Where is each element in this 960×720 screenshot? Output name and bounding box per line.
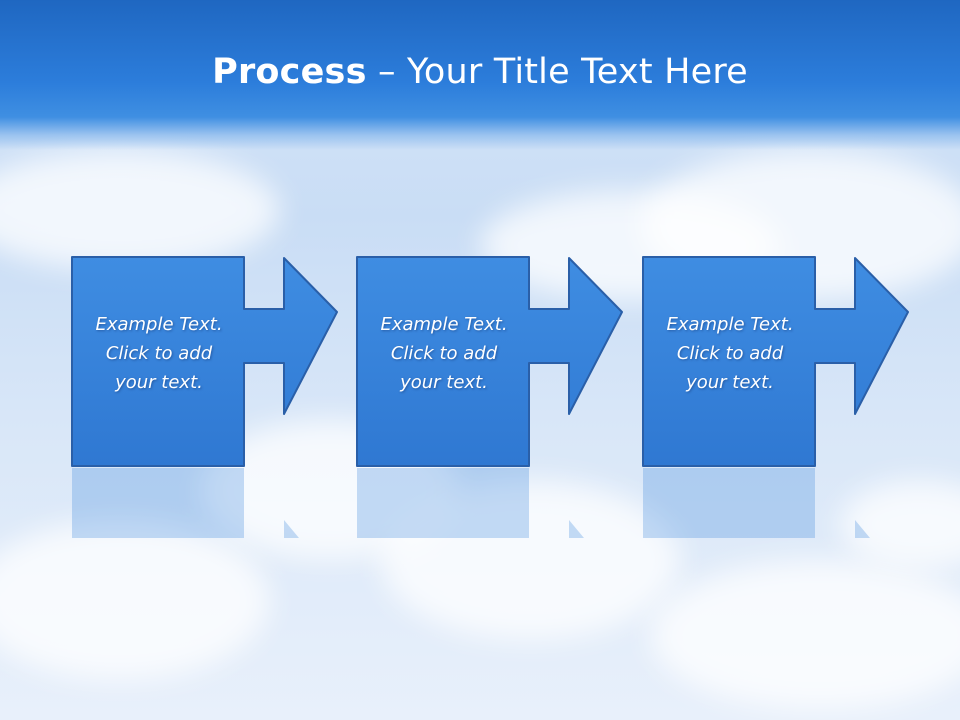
title-rest: – Your Title Text Here xyxy=(366,52,748,92)
cloud-shape xyxy=(840,480,960,570)
step-reflection xyxy=(356,468,636,538)
step-text-line: your text. xyxy=(686,372,774,393)
step-text: Example Text. Click to add your text. xyxy=(73,310,245,397)
process-step-3[interactable]: Example Text. Click to add your text. xyxy=(642,256,922,468)
step-text-line: Example Text. xyxy=(380,314,508,335)
step-reflection xyxy=(71,468,351,538)
process-step-1[interactable]: Example Text. Click to add your text. xyxy=(71,256,351,468)
step-text: Example Text. Click to add your text. xyxy=(644,310,816,397)
arrow-box-icon xyxy=(642,256,909,467)
step-text-line: Example Text. xyxy=(666,314,794,335)
step-text-line: your text. xyxy=(400,372,488,393)
cloud-shape xyxy=(650,560,960,710)
process-step-2[interactable]: Example Text. Click to add your text. xyxy=(356,256,636,468)
cloud-shape xyxy=(0,150,280,270)
page-title[interactable]: Process – Your Title Text Here xyxy=(0,52,960,92)
step-text: Example Text. Click to add your text. xyxy=(358,310,530,397)
step-text-line: Click to add xyxy=(676,343,784,364)
step-text-line: your text. xyxy=(115,372,203,393)
step-text-line: Click to add xyxy=(390,343,498,364)
arrow-box-icon xyxy=(356,256,623,467)
step-text-line: Example Text. xyxy=(95,314,223,335)
cloud-shape xyxy=(380,480,680,640)
title-bold: Process xyxy=(212,52,367,92)
arrow-box-icon xyxy=(71,256,338,467)
step-text-line: Click to add xyxy=(105,343,213,364)
title-bar xyxy=(0,0,960,150)
cloud-shape xyxy=(0,520,270,680)
step-reflection xyxy=(642,468,922,538)
